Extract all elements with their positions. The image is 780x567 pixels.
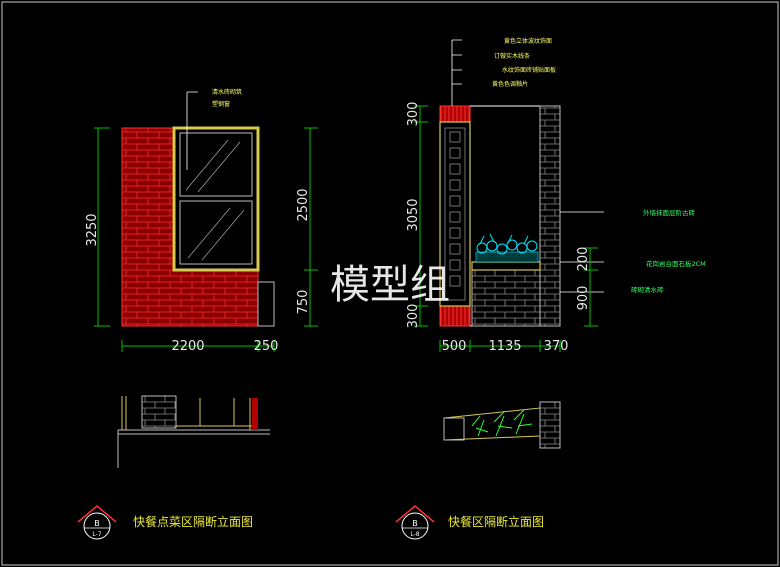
- callout-left-0: 清水砖砌筑: [212, 88, 242, 96]
- dim-base: 900: [576, 286, 591, 311]
- top-cap: [439, 105, 471, 123]
- badge-right-letter: B: [412, 519, 418, 528]
- dim-counter: 200: [576, 247, 591, 272]
- left-elevation: 清水砖砌筑 塑钢窗 3250 2500 750 2200 250 B L-7 快…: [77, 88, 318, 540]
- left-plan: [117, 395, 270, 468]
- callout-right-top-2: 水纹饰面砖铺贴面板: [502, 66, 556, 74]
- dim-left-height: 3250: [85, 213, 100, 246]
- left-drawing-title: 快餐点菜区隔断立面图: [133, 514, 253, 529]
- left-title-block: B L-7 快餐点菜区隔断立面图: [77, 505, 253, 540]
- callout-right-top-1: 订做实木线条: [494, 52, 530, 60]
- countertop: [471, 261, 541, 271]
- dim-column-height: 3050: [406, 198, 421, 231]
- wall-step: [257, 281, 275, 327]
- dim-cap-top: 300: [406, 102, 421, 127]
- right-brick-wall: [539, 105, 561, 327]
- callout-right-top-0: 黄色立体波纹饰面: [504, 37, 552, 45]
- dim-wall-thickness: 370: [544, 339, 569, 354]
- dim-counter-width: 1135: [488, 339, 521, 354]
- brick-base: [471, 269, 541, 327]
- dim-window-height: 2500: [296, 188, 311, 221]
- planter: [475, 233, 539, 263]
- callout-right-0: 外墙抹面层阶古砖: [643, 208, 696, 217]
- dim-column-width: 500: [442, 339, 467, 354]
- dim-sill-height: 750: [296, 290, 311, 315]
- badge-left-code: L-7: [92, 531, 101, 538]
- callout-right-top-3: 黄色色调釉片: [492, 80, 528, 88]
- callout-right-1: 花岗岩台面石板2CM: [646, 259, 706, 268]
- window: [172, 126, 260, 272]
- dim-wall-width: 2200: [171, 339, 204, 354]
- callout-right-2: 砖砌清水砖: [631, 285, 664, 294]
- watermark: 模型组: [330, 262, 450, 308]
- badge-right-code: L-8: [410, 531, 419, 538]
- callout-left-1: 塑钢窗: [212, 100, 230, 108]
- dim-cap-bottom: 300: [406, 304, 421, 329]
- bottom-cap: [439, 305, 471, 327]
- right-plan: [443, 401, 561, 449]
- right-elevation: 黄色立体波纹饰面 订做实木线条 水纹饰面砖铺贴面板 黄色色调釉片 外墙抹面层阶古…: [395, 37, 706, 540]
- badge-left-letter: B: [94, 519, 100, 528]
- right-drawing-title: 快餐区隔断立面图: [448, 514, 544, 529]
- right-title-block: B L-8 快餐区隔断立面图: [395, 505, 544, 540]
- dim-step-width: 250: [254, 339, 279, 354]
